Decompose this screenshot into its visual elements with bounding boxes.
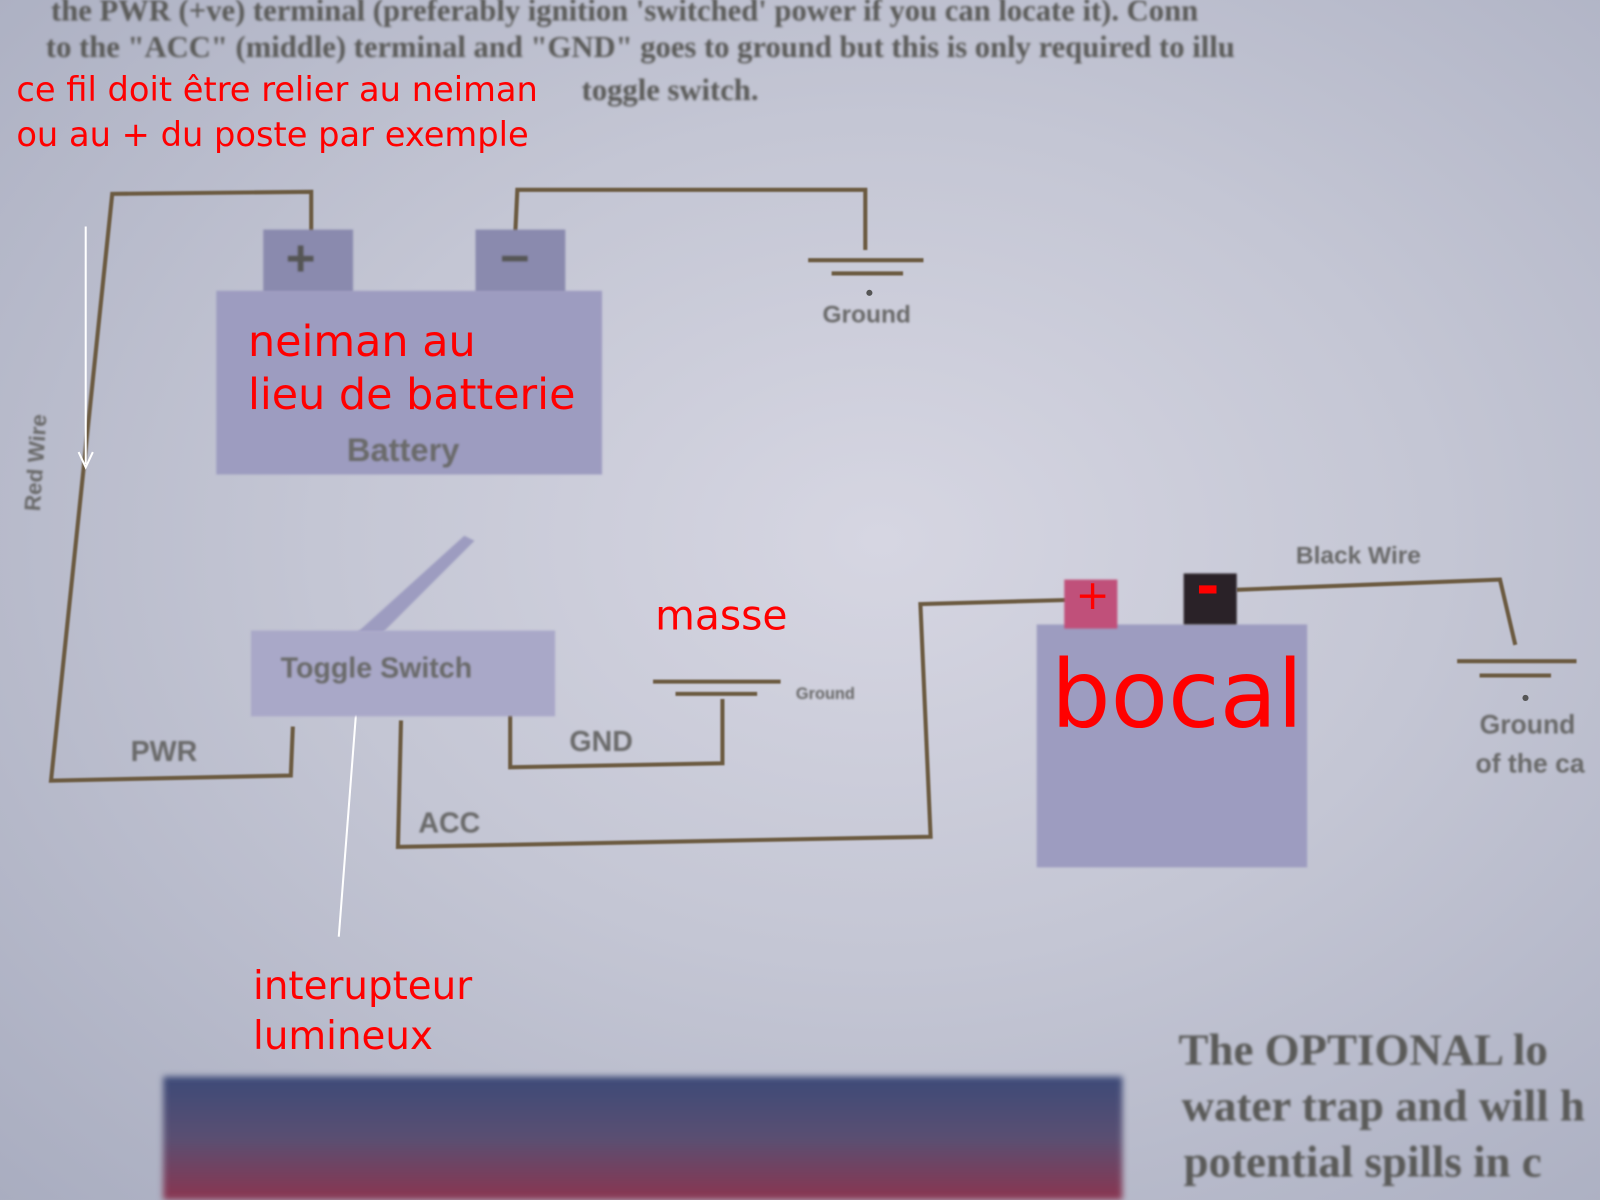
minus-sign: − — [499, 229, 530, 287]
battery-label: Battery — [346, 431, 460, 469]
bocal-box — [1036, 624, 1308, 868]
printed-text-line: water trap and will h — [1181, 1080, 1585, 1131]
battery-box — [216, 290, 603, 475]
photo-in-document — [163, 1076, 1123, 1200]
red-wire — [48, 189, 314, 783]
annotation-plus: + — [1075, 572, 1110, 620]
gnd-wire — [508, 698, 725, 770]
pwr-label: PWR — [130, 735, 198, 768]
acc-wire — [395, 597, 1067, 850]
annotation-minus: - — [1195, 554, 1220, 621]
gnd-label: GND — [569, 725, 633, 758]
toggle-switch-label: Toggle Switch — [280, 652, 473, 684]
black-wire — [1236, 577, 1518, 646]
printed-text-line: potential spills in c — [1183, 1136, 1542, 1187]
black-wire-label: Black Wire — [1295, 541, 1421, 570]
bocal-minus-terminal — [1183, 573, 1237, 625]
annotation-battery-note: neiman au — [247, 316, 476, 367]
battery-plus-terminal — [263, 229, 354, 293]
toggle-switch-box — [251, 630, 556, 717]
acc-label: ACC — [418, 807, 481, 839]
ground-label: Ground — [822, 301, 911, 329]
battery-ground-wire — [513, 187, 868, 250]
ground-car-label: Ground — [1479, 709, 1576, 740]
annotation-battery-note: lieu de batterie — [247, 369, 576, 420]
annotation-masse: masse — [655, 592, 788, 640]
printed-text-line: to the "ACC" (middle) terminal and "GND"… — [45, 30, 1235, 65]
annotation-switch-note: lumineux — [253, 1013, 433, 1059]
annotation-wire-note: ce fil doit être relier au neiman — [16, 69, 538, 110]
bocal-plus-terminal — [1064, 579, 1118, 629]
annotation-switch-note: interupteur — [253, 963, 473, 1009]
printed-text-line: the PWR (+ve) terminal (preferably ignit… — [51, 0, 1199, 28]
ground-car-label-2: of the ca — [1475, 747, 1585, 779]
annotation-wire-note: ou au + du poste par exemple — [16, 114, 529, 155]
battery-minus-terminal — [475, 229, 566, 293]
ground-label-small: Ground — [795, 685, 855, 704]
annotation-bocal: bocal — [1051, 639, 1304, 749]
switch-lever — [357, 535, 475, 633]
printed-text-line: toggle switch. — [581, 73, 759, 108]
printed-text-line: The OPTIONAL lo — [1178, 1024, 1548, 1075]
plus-sign: + — [285, 229, 316, 287]
